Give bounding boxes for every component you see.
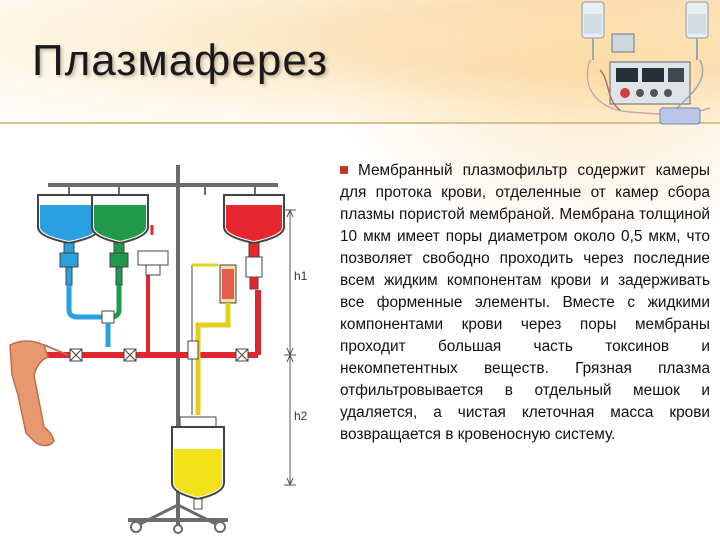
valve-symbols (69, 348, 249, 362)
height-dimensions (284, 208, 296, 487)
label-h2: h2 (294, 409, 308, 423)
stand-crossbar (48, 183, 278, 187)
header-divider (0, 122, 720, 124)
patient-arm (9, 340, 69, 447)
plasmapheresis-diagram: h1 h2 (9, 165, 308, 534)
plasmapheresis-device-image (581, 1, 711, 125)
saline-bag-blue (37, 194, 101, 286)
slide-title: Плазмаферез (32, 36, 328, 85)
label-h1: h1 (294, 269, 308, 283)
plasma-filter (137, 250, 237, 304)
description-text: Мембранный плазмофильтр содержит камеры … (340, 162, 710, 443)
stand-pole (176, 165, 180, 525)
description-paragraph: Мембранный плазмофильтр содержит камеры … (340, 160, 710, 446)
background-glow (300, 0, 720, 260)
plasma-bag-yellow (171, 416, 225, 510)
solution-bag-green (91, 194, 149, 286)
square-bullet-icon (340, 165, 348, 174)
